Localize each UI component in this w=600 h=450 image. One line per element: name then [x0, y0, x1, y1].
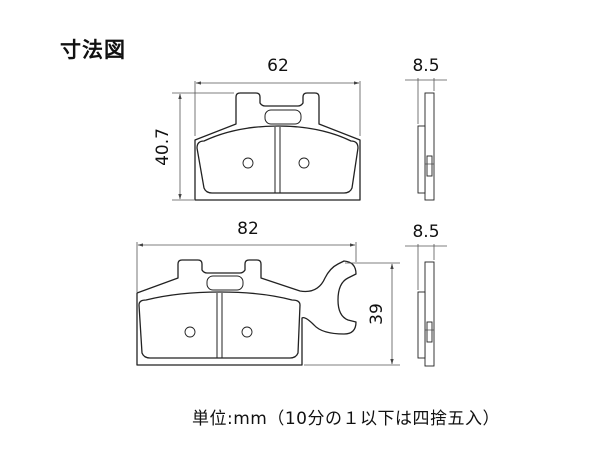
- top-pad-width-label: 62: [267, 56, 289, 76]
- bottom-pad-tab-slot: [206, 275, 244, 291]
- top-pad-width-dimension: 62: [194, 56, 361, 136]
- bottom-pad-side-view: [417, 261, 435, 367]
- bottom-pad-hole-right: [241, 326, 253, 338]
- bottom-pad-thickness-label: 8.5: [412, 222, 439, 242]
- top-pad-hole-right: [298, 157, 310, 169]
- diagram-title: 寸法図: [60, 38, 126, 62]
- bottom-pad-hole-left: [184, 326, 196, 338]
- bottom-pad-height-dimension: 39: [304, 262, 400, 366]
- unit-note: 単位:mm（10分の１以下は四捨五入）: [192, 409, 500, 429]
- top-pad-tab-slot: [264, 109, 302, 125]
- top-pad-height-label: 40.7: [153, 128, 173, 166]
- top-pad-friction-material: [196, 125, 359, 194]
- top-pad-hole-left: [242, 157, 254, 169]
- bottom-pad-friction-material: [138, 291, 301, 359]
- top-pad-thickness-label: 8.5: [412, 56, 439, 76]
- bottom-pad-thickness-dimension: 8.5: [405, 222, 447, 290]
- top-pad-height-dimension: 40.7: [153, 92, 234, 201]
- top-pad-side-view: [417, 92, 435, 201]
- bottom-pad-width-dimension: 82: [136, 219, 357, 292]
- bottom-pad-front-view: [136, 259, 357, 366]
- bottom-pad-height-label: 39: [367, 303, 387, 325]
- bottom-pad-width-label: 82: [237, 219, 259, 239]
- top-pad-thickness-dimension: 8.5: [405, 56, 447, 124]
- top-pad-front-view: [194, 92, 361, 201]
